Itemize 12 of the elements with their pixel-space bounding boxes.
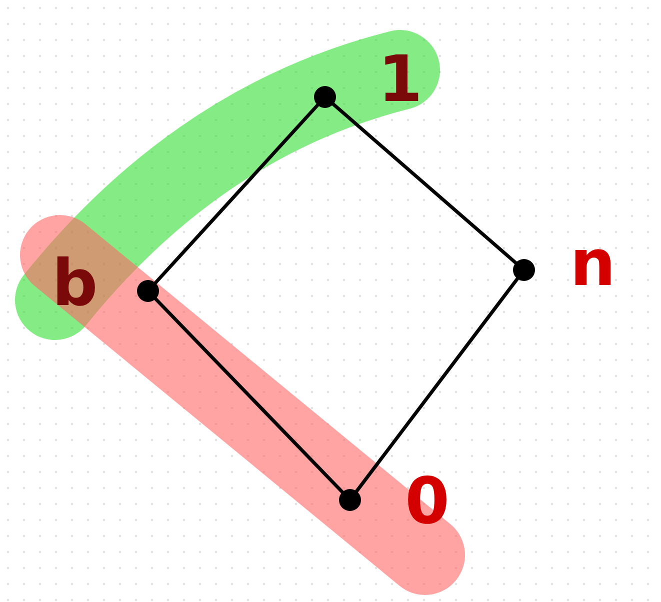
vertex-dot <box>339 489 361 511</box>
line <box>154 103 320 285</box>
line <box>332 102 518 265</box>
vertex-label: 0 <box>405 470 450 534</box>
vertex-dot <box>137 280 159 302</box>
vertex-label: n <box>570 232 616 296</box>
vertex-dot <box>513 259 535 281</box>
vertex-label: 1 <box>378 48 423 112</box>
line <box>154 297 344 494</box>
line <box>354 277 520 493</box>
vertex-dot <box>314 86 336 108</box>
vertex-label: b <box>52 252 98 316</box>
